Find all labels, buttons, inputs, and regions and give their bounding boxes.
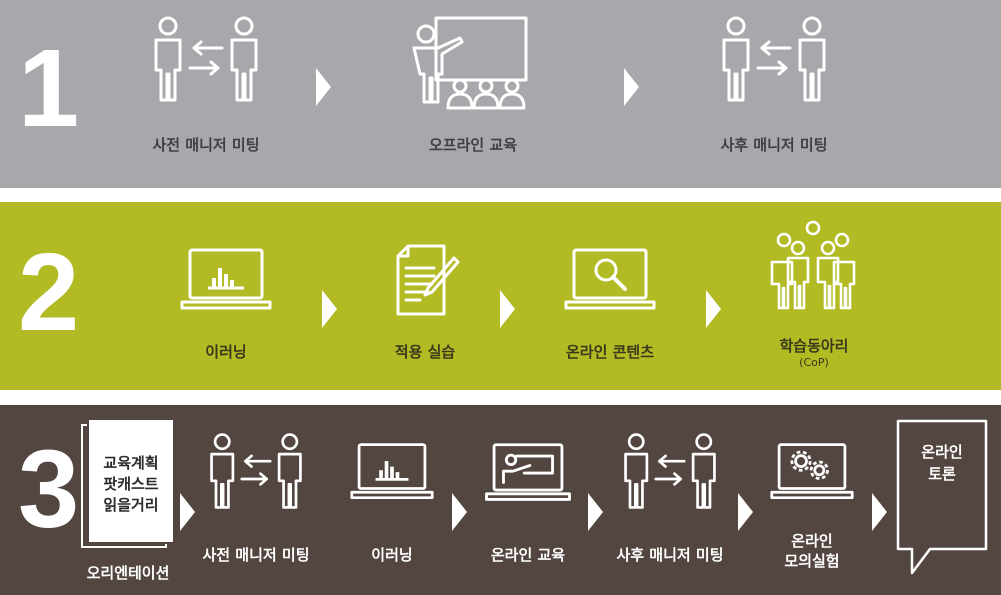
step-1-label-post-meeting: 사후 매니저 미팅: [720, 136, 828, 154]
flow-arrow: [706, 290, 721, 328]
document-stack-icon: 교육계획 팟캐스트 읽을거리: [80, 417, 176, 549]
step-2-band: 2 이러닝 적용 실습 온라인 콘텐츠: [0, 202, 1001, 390]
flow-arrow: [738, 493, 753, 531]
step-3-label-simulation: 온라인 모의실험: [784, 532, 840, 570]
step-2-label-online-content: 온라인 콘텐츠: [565, 343, 655, 361]
flow-arrow: [322, 290, 337, 328]
two-people-exchange-icon: [150, 14, 262, 104]
presenter-classroom-icon: [410, 14, 536, 110]
laptop-presenter-icon: [482, 441, 574, 507]
step-3-label-pre-meeting: 사전 매니저 미팅: [202, 546, 310, 564]
flow-arrow: [452, 493, 467, 531]
flow-arrow: [180, 493, 195, 531]
step-3-label-post-meeting: 사후 매니저 미팅: [616, 546, 724, 564]
document-text: 교육계획 팟캐스트 읽을거리: [103, 454, 159, 514]
step-1-number: 1: [18, 27, 80, 150]
cop-title: 학습동아리: [779, 337, 849, 355]
step-3-label-elearning: 이러닝: [371, 546, 413, 564]
step-1-band: 1 사전 매니저 미팅 오프라인 교육: [0, 0, 1001, 188]
step-3-label-online-class: 온라인 교육: [490, 546, 566, 564]
step-1-label-offline-class: 오프라인 교육: [428, 136, 518, 154]
step-2-number: 2: [18, 231, 80, 354]
group-people-icon: [766, 220, 860, 310]
speech-bubble-icon: 온라인 토론: [896, 419, 988, 577]
cop-subtitle: (CoP): [799, 356, 829, 369]
laptop-chart-icon: [180, 246, 272, 316]
flow-arrow: [588, 493, 603, 531]
speech-bubble-text: 온라인 토론: [921, 443, 963, 483]
flow-arrow: [624, 68, 639, 106]
step-2-label-elearning: 이러닝: [205, 343, 247, 361]
flow-arrow: [872, 493, 887, 531]
step-3-band: 3 교육계획 팟캐스트 읽을거리 오리엔테이션 사전 매니저 미팅 이러닝: [0, 405, 1001, 595]
laptop-chart-icon: [348, 441, 436, 505]
two-people-exchange-icon: [718, 14, 830, 104]
flow-arrow: [500, 290, 515, 328]
laptop-search-icon: [564, 246, 656, 316]
flow-arrow: [316, 68, 331, 106]
step-3-number: 3: [18, 428, 80, 551]
step-1-label-pre-meeting: 사전 매니저 미팅: [152, 136, 260, 154]
step-2-label-cop: 학습동아리 (CoP): [734, 336, 894, 370]
laptop-gears-icon: [768, 441, 856, 505]
document-pen-icon: [394, 242, 460, 318]
step-3-label-orientation: 오리엔테이션: [86, 564, 170, 582]
two-people-exchange-icon: [206, 431, 306, 511]
step-2-label-practice: 적용 실습: [394, 343, 456, 361]
two-people-exchange-icon: [620, 431, 720, 511]
